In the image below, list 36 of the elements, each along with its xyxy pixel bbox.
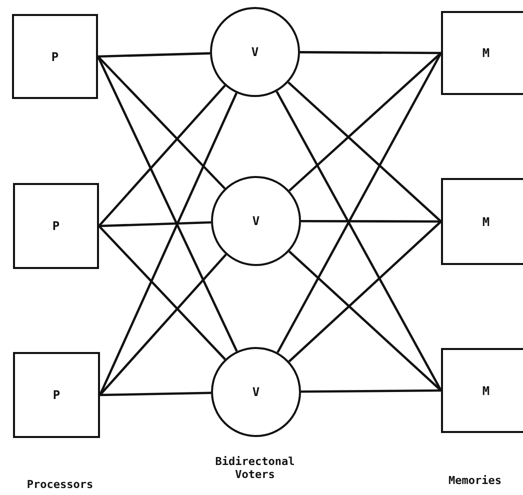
column-caption: Memories	[448, 474, 502, 488]
connector-line	[98, 52, 210, 58]
connector-line	[288, 250, 442, 392]
node-label: V	[252, 214, 260, 228]
unit-box	[441, 178, 523, 265]
connector-line	[301, 220, 441, 223]
node-label: P	[52, 219, 60, 233]
connector-line	[99, 254, 227, 396]
unit-box	[12, 14, 98, 99]
connector-line	[276, 52, 442, 354]
node-label: V	[251, 45, 259, 59]
unit-box	[441, 348, 523, 433]
unit-box	[441, 11, 523, 95]
node-label: M	[482, 214, 490, 228]
node-label: M	[482, 46, 490, 60]
node-label: P	[51, 50, 59, 64]
column-caption: Bidirectonal Voters	[214, 455, 296, 482]
connector-line	[100, 392, 212, 396]
connector-line	[301, 389, 441, 393]
node-label: V	[252, 385, 260, 399]
connector-line	[300, 51, 441, 54]
node-label: P	[52, 388, 60, 402]
connector-line	[98, 225, 226, 360]
connector-line	[97, 56, 226, 190]
unit-box	[13, 352, 100, 438]
node-label: M	[482, 384, 490, 398]
connector-line	[288, 52, 442, 192]
connector-line	[98, 92, 238, 396]
connector-line	[288, 220, 442, 362]
connector-line	[98, 221, 212, 228]
connector-line	[98, 84, 226, 227]
unit-box	[13, 183, 99, 269]
connector-line	[96, 56, 238, 352]
column-caption: Processors	[26, 478, 94, 492]
connector-line	[276, 90, 442, 392]
connector-line	[288, 81, 442, 222]
